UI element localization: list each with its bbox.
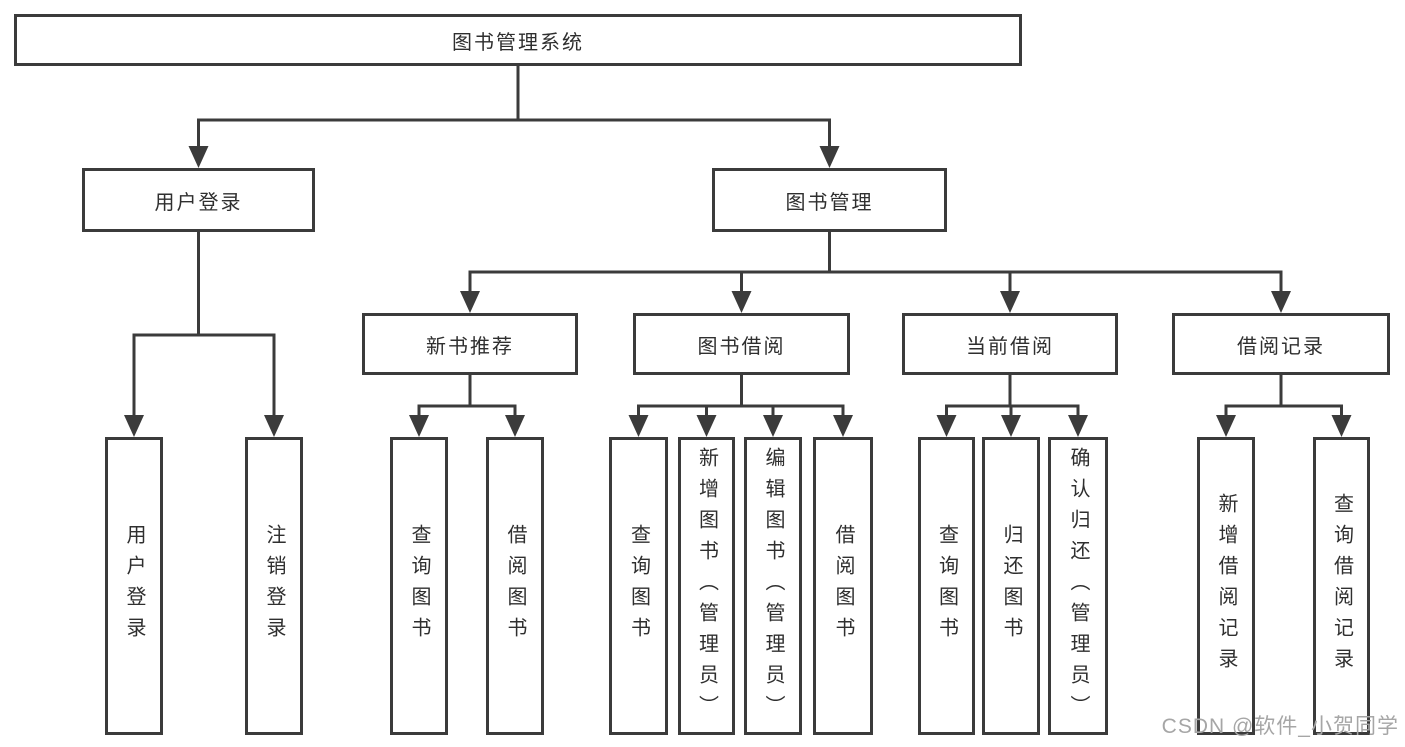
arrowhead-down-icon xyxy=(1216,415,1236,437)
node-leaf-cb-confirm-return: 确认归还（管理员） xyxy=(1048,437,1108,735)
node-leaf-bb-borrow-book: 借阅图书 xyxy=(813,437,873,735)
node-leaf-bb-add-book: 新增图书（管理员） xyxy=(678,437,735,735)
node-label-leaf-user-login: 用户登录 xyxy=(123,524,145,648)
arrowhead-down-icon xyxy=(1001,415,1021,437)
arrowhead-down-icon xyxy=(124,415,144,437)
node-label-leaf-nbr-borrow-book: 借阅图书 xyxy=(504,524,526,648)
arrowhead-down-icon xyxy=(696,415,717,437)
node-label-new-book-recommend: 新书推荐 xyxy=(426,335,514,358)
node-leaf-nbr-borrow-book: 借阅图书 xyxy=(486,437,544,735)
node-book-borrowing: 图书借阅 xyxy=(633,313,850,375)
node-leaf-br-add-record: 新增借阅记录 xyxy=(1197,437,1255,735)
arrowhead-down-icon xyxy=(833,415,853,437)
node-label-user-login-branch: 用户登录 xyxy=(154,191,243,214)
node-label-system-root: 图书管理系统 xyxy=(452,31,584,54)
node-leaf-cb-return-book: 归还图书 xyxy=(982,437,1040,735)
node-label-leaf-cb-query-book: 查询图书 xyxy=(935,524,958,648)
node-label-leaf-cb-return-book: 归还图书 xyxy=(1000,524,1022,648)
node-label-book-management-branch: 图书管理 xyxy=(785,191,874,214)
node-leaf-user-login: 用户登录 xyxy=(105,437,163,735)
node-leaf-br-query-record: 查询借阅记录 xyxy=(1313,437,1370,735)
arrowhead-down-icon xyxy=(763,415,783,437)
node-label-leaf-bb-add-book: 新增图书（管理员） xyxy=(695,446,718,726)
node-label-leaf-bb-borrow-book: 借阅图书 xyxy=(832,524,854,648)
node-leaf-nbr-query-book: 查询图书 xyxy=(390,437,448,735)
node-leaf-bb-query-book: 查询图书 xyxy=(609,437,668,735)
node-label-leaf-br-add-record: 新增借阅记录 xyxy=(1215,493,1237,679)
arrowhead-down-icon xyxy=(1331,415,1352,437)
node-label-leaf-nbr-query-book: 查询图书 xyxy=(408,524,430,648)
node-borrowing-records: 借阅记录 xyxy=(1172,313,1390,375)
arrowhead-down-icon xyxy=(1068,415,1088,437)
node-label-leaf-bb-edit-book: 编辑图书（管理员） xyxy=(762,446,784,726)
arrowhead-down-icon xyxy=(1000,291,1020,313)
arrowhead-down-icon xyxy=(409,415,429,437)
node-user-login-branch: 用户登录 xyxy=(82,168,315,232)
node-label-leaf-logout: 注销登录 xyxy=(263,524,285,648)
arrowhead-down-icon xyxy=(936,415,957,437)
node-label-book-borrowing: 图书借阅 xyxy=(697,335,786,358)
node-system-root: 图书管理系统 xyxy=(14,14,1022,66)
arrowhead-down-icon xyxy=(505,415,525,437)
arrowhead-down-icon xyxy=(264,415,284,437)
node-label-leaf-bb-query-book: 查询图书 xyxy=(627,524,650,648)
node-current-borrowing: 当前借阅 xyxy=(902,313,1118,375)
arrowhead-down-icon xyxy=(1271,291,1291,313)
node-leaf-bb-edit-book: 编辑图书（管理员） xyxy=(744,437,802,735)
node-new-book-recommend: 新书推荐 xyxy=(362,313,578,375)
arrowhead-down-icon xyxy=(188,146,209,168)
node-leaf-cb-query-book: 查询图书 xyxy=(918,437,975,735)
node-book-management-branch: 图书管理 xyxy=(712,168,947,232)
arrowhead-down-icon xyxy=(628,415,649,437)
arrowhead-down-icon xyxy=(731,291,752,313)
node-label-current-borrowing: 当前借阅 xyxy=(966,335,1054,358)
arrowhead-down-icon xyxy=(460,291,480,313)
node-label-leaf-br-query-record: 查询借阅记录 xyxy=(1330,493,1353,679)
node-label-leaf-cb-confirm-return: 确认归还（管理员） xyxy=(1067,446,1089,726)
arrowhead-down-icon xyxy=(819,146,840,168)
node-leaf-logout: 注销登录 xyxy=(245,437,303,735)
node-label-borrowing-records: 借阅记录 xyxy=(1237,335,1325,358)
